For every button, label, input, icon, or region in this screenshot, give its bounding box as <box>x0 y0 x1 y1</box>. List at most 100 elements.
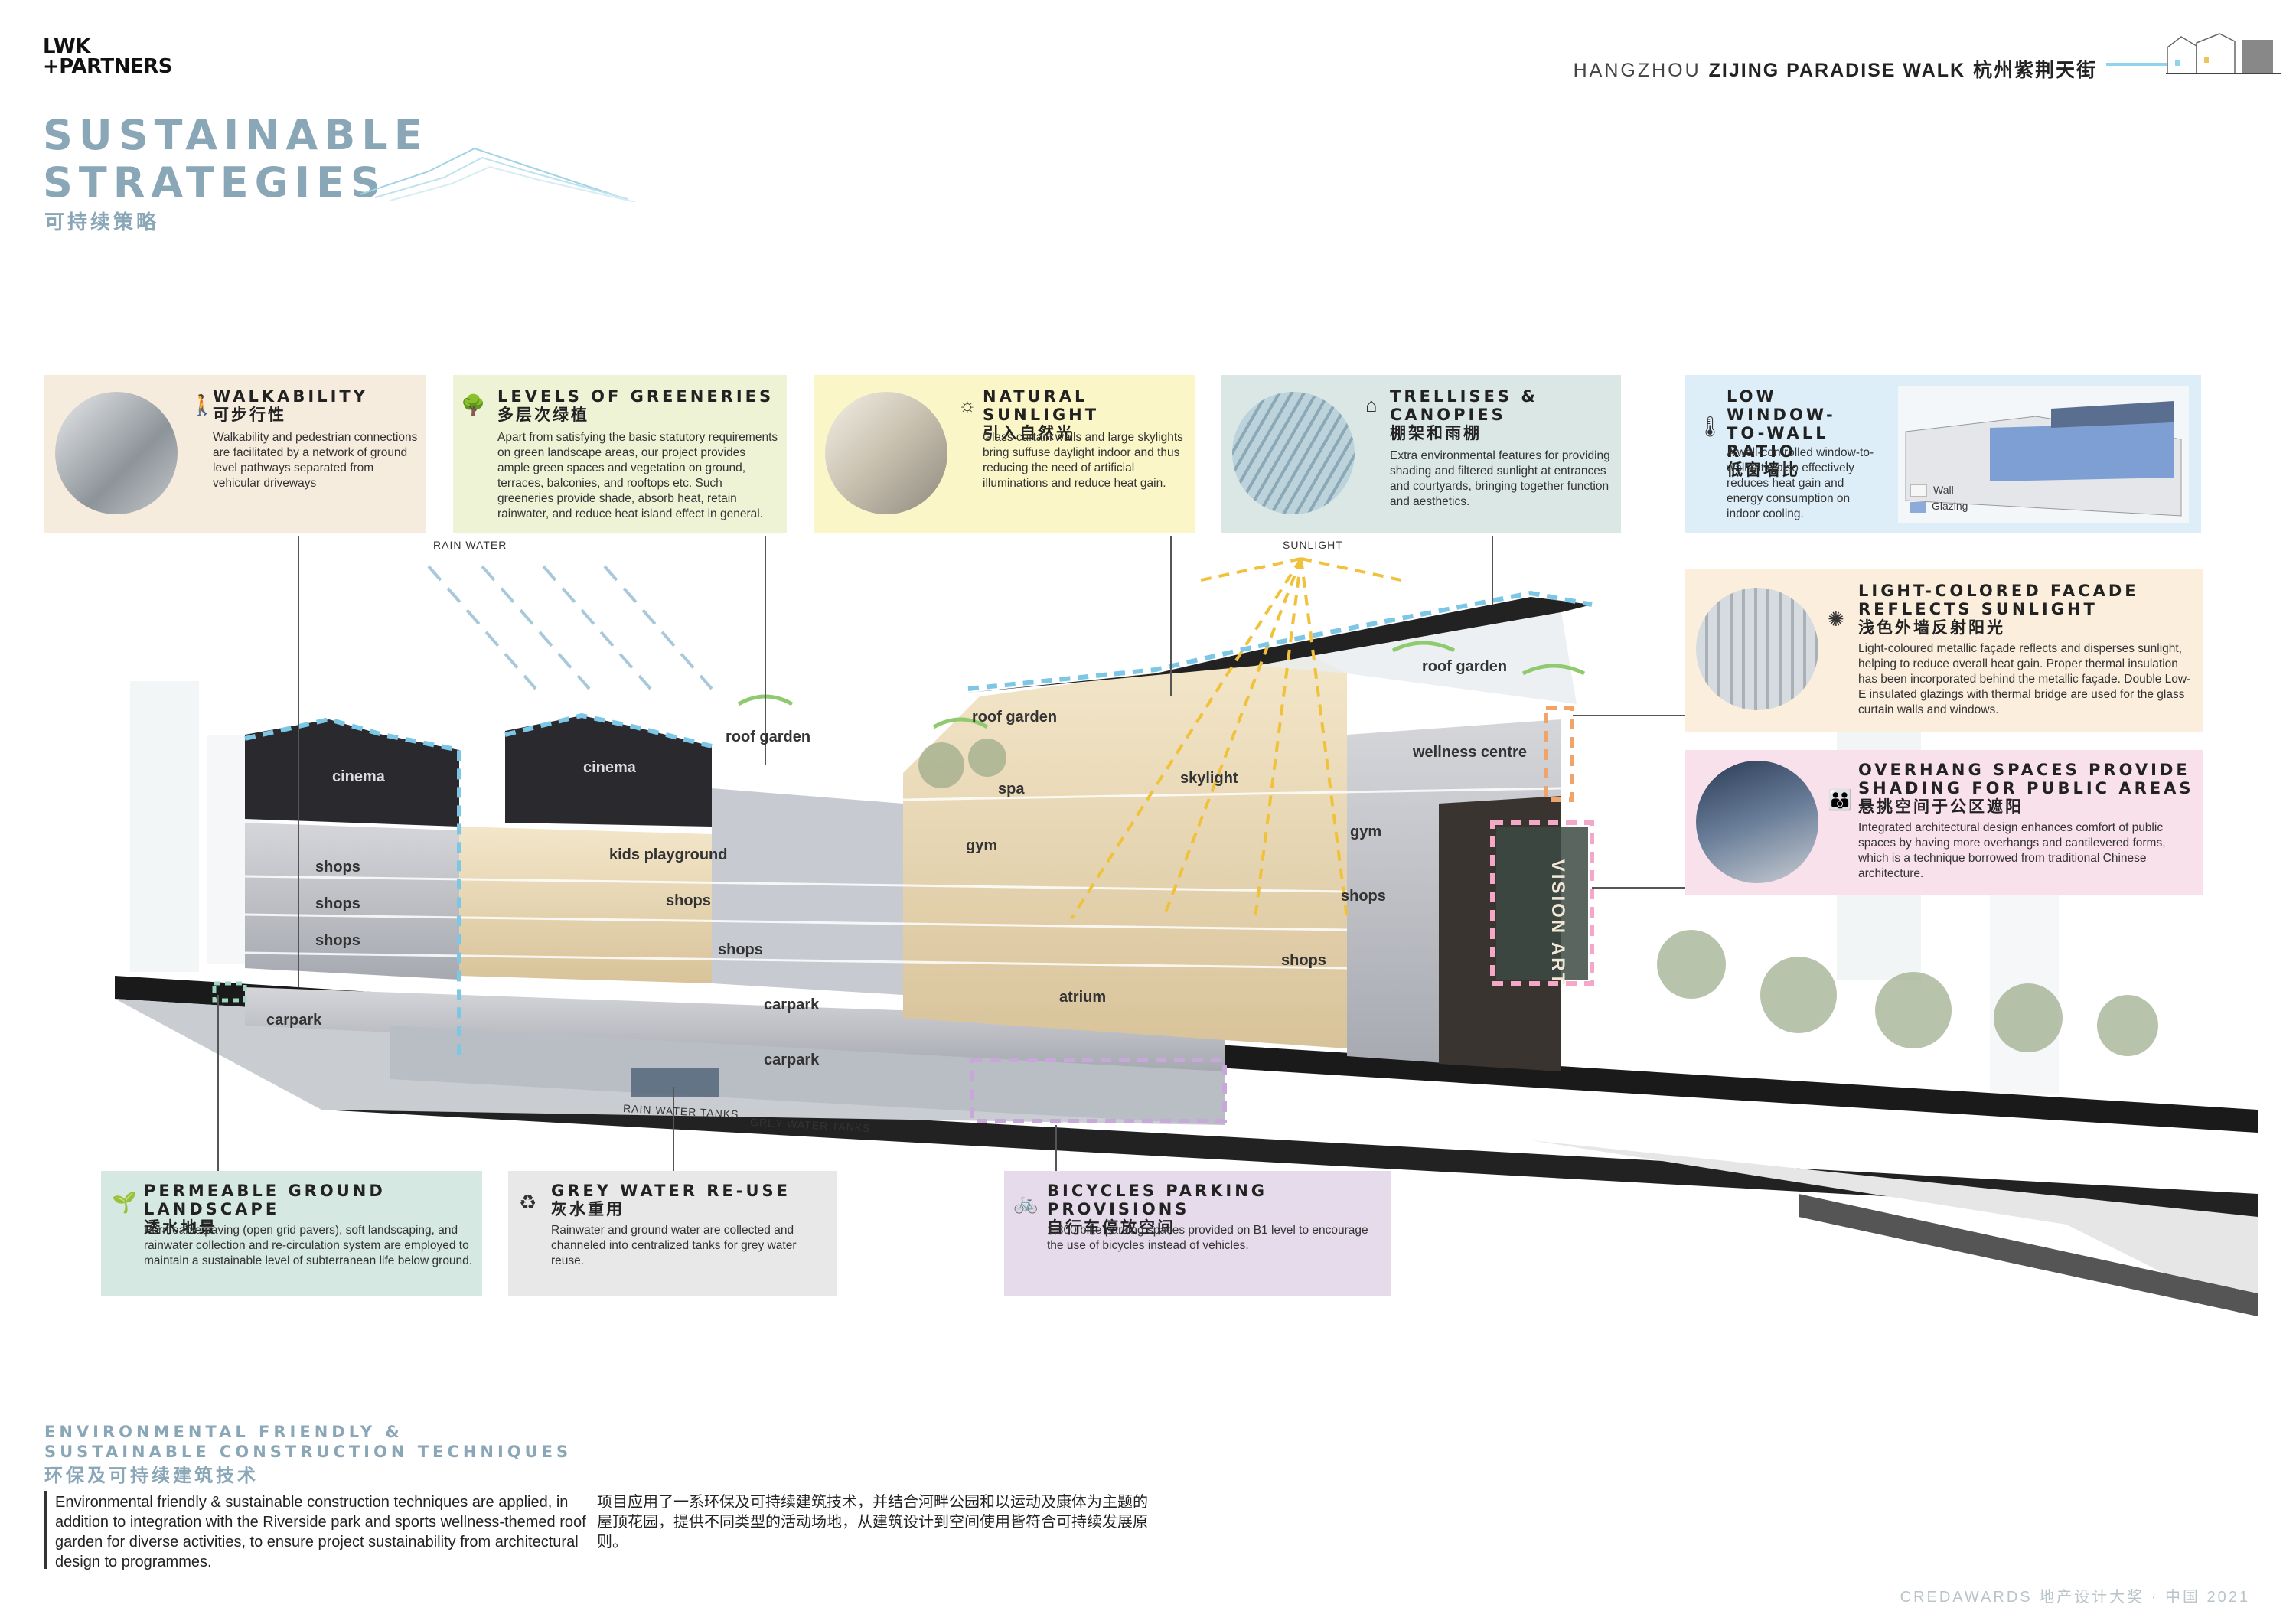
facade-text: Light-coloured metallic façade reflects … <box>1858 642 2191 716</box>
trellises-photo <box>1232 392 1355 514</box>
walkability-title-cn: 可步行性 <box>213 406 286 424</box>
callout-walkability: 🚶 WALKABILITY 可步行性 Walkability and pedes… <box>44 375 426 533</box>
overhang-title-cn: 悬挑空间于公区遮阳 <box>1858 798 2024 816</box>
shops-label-2: shops <box>315 895 360 912</box>
roof-garden-label-3: roof garden <box>1422 658 1508 675</box>
carpark-label-2: carpark <box>764 996 820 1013</box>
permeable-title: PERMEABLE GROUND LANDSCAPE <box>144 1182 386 1218</box>
wwr-building-image: Wall Glazing <box>1898 386 2189 523</box>
environmental-rule <box>44 1491 47 1569</box>
facade-title-cn: 浅色外墙反射阳光 <box>1858 619 2005 637</box>
permeable-text: Permeable paving (open grid pavers), sof… <box>144 1224 473 1267</box>
callout-window-to-wall: 🌡 LOW WINDOW- TO-WALL RATIO 低窗墙比 A well-… <box>1685 375 2201 533</box>
people-icon: 👪 <box>1828 788 1853 811</box>
skylight-label: skylight <box>1180 770 1238 787</box>
wwr-legend: Wall Glazing <box>1910 484 1968 513</box>
wwr-text: A well-controlled window-to-wall ratio a… <box>1727 446 1874 520</box>
sunlight-text: Glass curtain walls and large skylights … <box>983 431 1183 490</box>
bicycle-title-cn: 自行车停放空间 <box>1047 1219 1176 1237</box>
gym-label-1: gym <box>966 837 998 854</box>
overhang-title-line1: OVERHANG SPACES PROVIDE <box>1858 761 2190 779</box>
header-project-cn: 杭州紫荆天街 <box>1972 60 2097 81</box>
rain-water-label: RAIN WATER <box>433 539 507 551</box>
roof-garden-label-2: roof garden <box>972 709 1058 726</box>
walkability-photo <box>55 392 178 514</box>
building-outline-icon <box>2166 33 2281 74</box>
trellises-text: Extra environmental features for providi… <box>1390 449 1610 508</box>
greeneries-title: LEVELS OF GREENERIES <box>497 387 775 406</box>
bicycle-icon: 🚲 <box>1013 1191 1039 1214</box>
project-header: HANGZHOU ZIJING PARADISE WALK 杭州紫荆天街 <box>1574 55 2097 83</box>
greywater-title: GREY WATER RE-USE <box>551 1182 791 1200</box>
callout-greywater: ♻ GREY WATER RE-USE 灰水重用 Rainwater and g… <box>508 1171 837 1296</box>
shops-label-5: shops <box>718 941 763 958</box>
carpark-label-3: carpark <box>764 1052 820 1068</box>
cinema-label-1: cinema <box>332 768 385 785</box>
sunlight-title: NATURAL SUNLIGHT <box>983 387 1100 424</box>
permeable-title-cn: 透水地景 <box>144 1219 217 1237</box>
header-city: HANGZHOU <box>1573 60 1701 81</box>
facade-title-line1: LIGHT-COLORED FACADE <box>1858 582 2139 600</box>
footer-credits: CREDAWARDS 地产设计大奖 · 中国 2021 <box>1900 1589 2250 1606</box>
pedestrian-icon: 🚶 <box>190 393 215 416</box>
page-title-cn: 可持续策略 <box>44 210 160 233</box>
bicycle-text: 1,300 bike parking spaces provided on B1… <box>1047 1224 1368 1252</box>
shops-label-3: shops <box>315 932 360 949</box>
callout-natural-sunlight: ☼ NATURAL SUNLIGHT 引入自然光 Glass curtain w… <box>814 375 1195 533</box>
legend-glazing: Glazing <box>1932 500 1968 513</box>
brand-logo: LWK +PARTNERS <box>43 35 172 78</box>
atrium-label: atrium <box>1059 989 1107 1006</box>
shops-label-7: shops <box>1281 952 1326 969</box>
vision-art-label: VISION ART <box>1548 859 1569 987</box>
greywater-title-cn: 灰水重用 <box>551 1201 625 1218</box>
trellises-title-cn: 棚架和雨棚 <box>1390 425 1482 442</box>
bicycle-title: BICYCLES PARKING PROVISIONS <box>1047 1182 1268 1218</box>
facade-photo <box>1696 588 1818 710</box>
shops-label-1: shops <box>315 859 360 876</box>
overhang-photo <box>1696 761 1818 883</box>
shops-label-4: shops <box>666 892 711 909</box>
legend-wall: Wall <box>1933 484 1954 496</box>
sunlight-photo <box>825 392 947 514</box>
sprout-icon: 🌱 <box>112 1191 137 1214</box>
tree-icon: 🌳 <box>461 393 486 416</box>
reflect-icon: ✺ <box>1828 608 1844 631</box>
environmental-title: ENVIRONMENTAL FRIENDLY & SUSTAINABLE CON… <box>44 1423 572 1461</box>
facade-title-line2: REFLECTS SUNLIGHT <box>1858 600 2098 618</box>
kids-playground-label: kids playground <box>609 846 728 863</box>
wellness-centre-label: wellness centre <box>1413 744 1527 761</box>
environmental-text-en: Environmental friendly & sustainable con… <box>55 1494 586 1570</box>
callout-light-facade: ✺ LIGHT-COLORED FACADE REFLECTS SUNLIGHT… <box>1685 569 2203 732</box>
greeneries-title-cn: 多层次绿植 <box>497 406 589 424</box>
sunlight-label: SUNLIGHT <box>1283 539 1343 551</box>
callout-overhang: 👪 OVERHANG SPACES PROVIDE SHADING FOR PU… <box>1685 750 2203 895</box>
greywater-text: Rainwater and ground water are collected… <box>551 1224 797 1267</box>
walkability-text: Walkability and pedestrian connections a… <box>213 431 418 490</box>
wwr-title-line1: LOW WINDOW- <box>1727 387 1836 424</box>
shops-label-6: shops <box>1341 888 1386 905</box>
page-title: SUSTAINABLE STRATEGIES <box>43 111 429 207</box>
recycle-icon: ♻ <box>519 1191 537 1214</box>
sunlight-title-cn: 引入自然光 <box>983 425 1075 442</box>
mountain-lines-decoration <box>360 147 635 202</box>
wwr-title-cn: 低窗墙比 <box>1727 461 1800 479</box>
callout-permeable: 🌱 PERMEABLE GROUND LANDSCAPE 透水地景 Permea… <box>101 1171 482 1296</box>
canopy-icon: ⌂ <box>1365 393 1378 416</box>
header-accent-line <box>2106 63 2167 66</box>
sun-icon: ☼ <box>958 393 977 416</box>
greeneries-text: Apart from satisfying the basic statutor… <box>497 431 778 520</box>
callout-trellises: ⌂ TRELLISES & CANOPIES 棚架和雨棚 Extra envir… <box>1221 375 1621 533</box>
environmental-title-cn: 环保及可持续建筑技术 <box>44 1466 259 1486</box>
carpark-label-1: carpark <box>266 1012 322 1029</box>
callout-greeneries: 🌳 LEVELS OF GREENERIES 多层次绿植 Apart from … <box>453 375 787 533</box>
callout-bicycle: 🚲 BICYCLES PARKING PROVISIONS 自行车停放空间 1,… <box>1004 1171 1391 1296</box>
roof-garden-label-1: roof garden <box>726 729 811 745</box>
header-project-en: ZIJING PARADISE WALK <box>1708 60 1966 81</box>
environmental-text-cn: 项目应用了一系环保及可持续建筑技术，并结合河畔公园和以运动及康体为主题的屋顶花园… <box>597 1494 1148 1551</box>
gym-label-2: gym <box>1350 823 1382 840</box>
overhang-title-line2: SHADING FOR PUBLIC AREAS <box>1858 779 2194 797</box>
overhang-text: Integrated architectural design enhances… <box>1858 821 2166 880</box>
cinema-label-2: cinema <box>583 759 636 776</box>
thermometer-icon: 🌡 <box>1698 415 1724 438</box>
